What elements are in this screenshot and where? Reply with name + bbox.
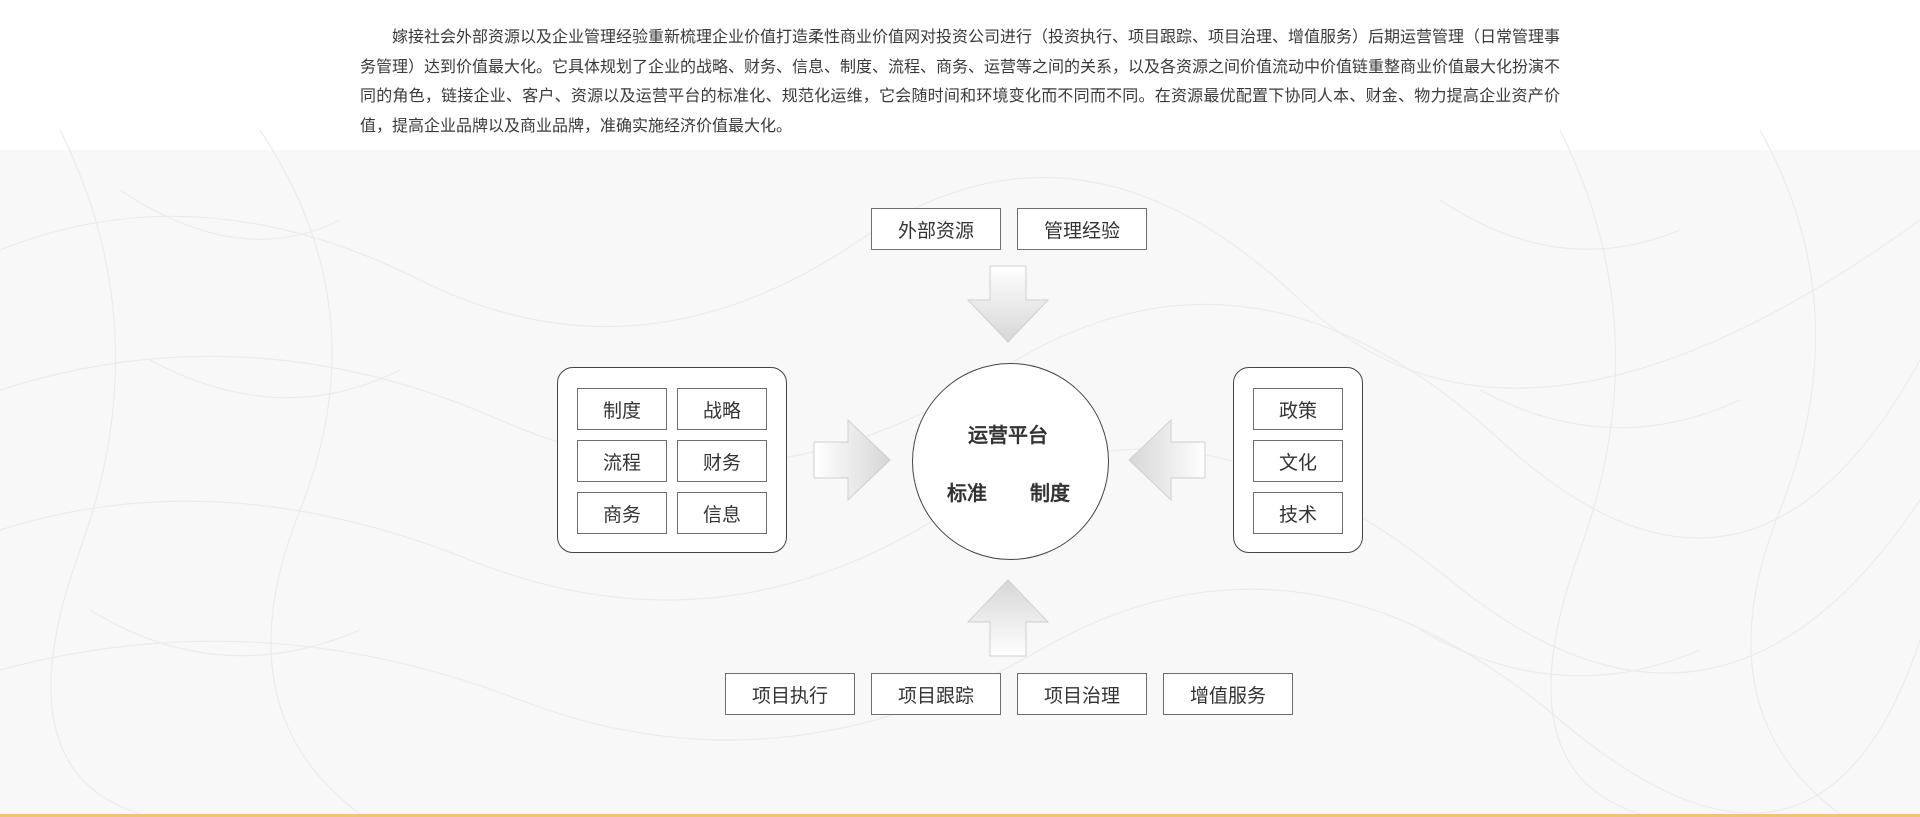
bottom-box-project-execution: 项目执行 [725, 673, 855, 715]
right-arrow-icon [813, 418, 891, 502]
top-box-external-resources: 外部资源 [871, 208, 1001, 250]
left-box-information: 信息 [677, 492, 767, 534]
left-box-finance: 财务 [677, 440, 767, 482]
right-box-technology: 技术 [1253, 492, 1343, 534]
right-box-culture: 文化 [1253, 440, 1343, 482]
header-background [0, 0, 1920, 150]
left-arrow-icon [1128, 418, 1206, 502]
center-circle [912, 363, 1109, 560]
intro-paragraph: 嫁接社会外部资源以及企业管理经验重新梳理企业价值打造柔性商业价值网对投资公司进行… [360, 27, 1561, 135]
left-box-process: 流程 [577, 440, 667, 482]
bottom-box-project-tracking: 项目跟踪 [871, 673, 1001, 715]
bottom-box-project-governance: 项目治理 [1017, 673, 1147, 715]
right-box-policy: 政策 [1253, 388, 1343, 430]
left-box-business: 商务 [577, 492, 667, 534]
center-title: 运营平台 [968, 423, 1048, 447]
up-arrow-icon [966, 579, 1050, 657]
left-box-system: 制度 [577, 388, 667, 430]
top-box-management-experience: 管理经验 [1017, 208, 1147, 250]
bottom-box-value-added-service: 增值服务 [1163, 673, 1293, 715]
bottom-accent-line [0, 814, 1920, 817]
center-label-system: 制度 [1030, 481, 1070, 505]
down-arrow-icon [966, 265, 1050, 343]
left-box-strategy: 战略 [677, 388, 767, 430]
center-label-standard: 标准 [947, 481, 987, 505]
